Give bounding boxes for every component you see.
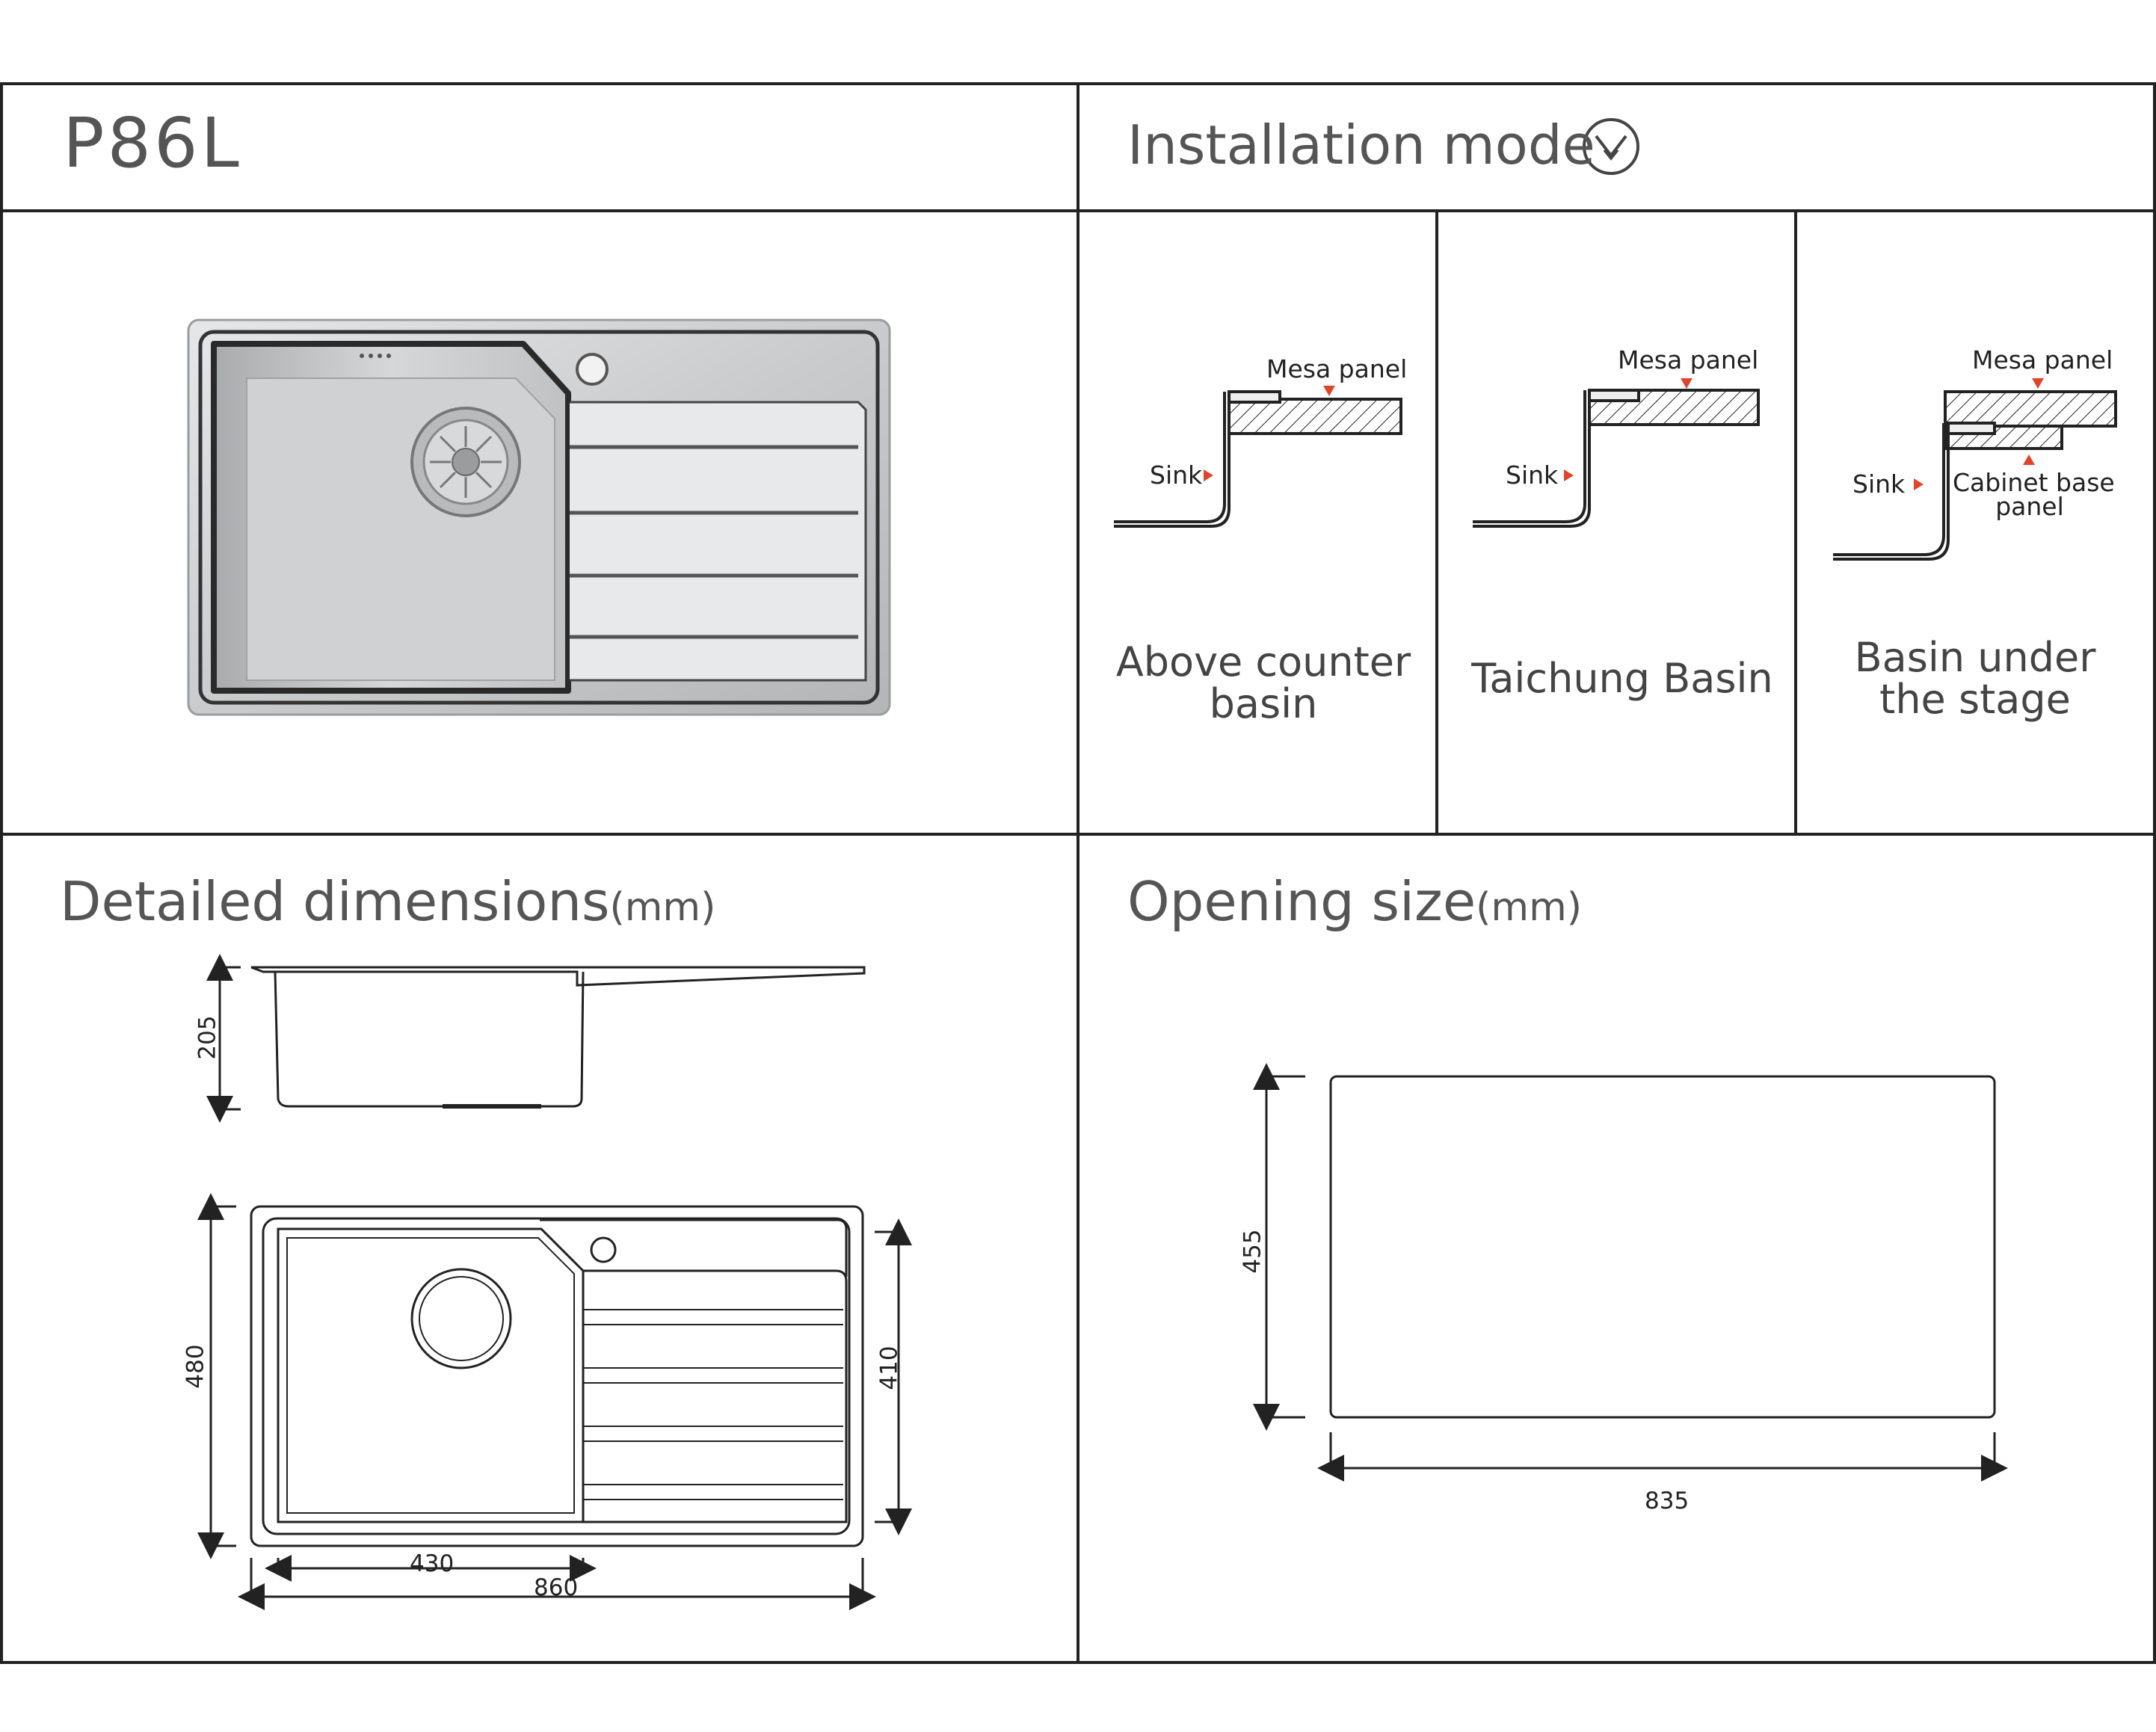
sink-label-1: Sink bbox=[1150, 460, 1203, 490]
opening-width-label: 835 bbox=[1645, 1488, 1690, 1514]
opening-height-label: 455 bbox=[1239, 1229, 1266, 1274]
sink-arrow-3 bbox=[1914, 478, 1924, 490]
sink-label-2: Sink bbox=[1506, 460, 1559, 490]
chevron-down-circle-icon bbox=[1583, 118, 1639, 175]
mode-caption-line1: Basin under bbox=[1854, 634, 2096, 681]
opening-unit: (mm) bbox=[1476, 885, 1583, 930]
install-diagram-above-counter bbox=[1114, 390, 1402, 528]
dimensions-unit: (mm) bbox=[609, 885, 716, 930]
sink-label-3: Sink bbox=[1852, 469, 1906, 499]
model-name: P86L bbox=[63, 103, 242, 183]
mode-caption-above-counter: Above counter basin bbox=[1084, 641, 1443, 725]
dim-length-label: 480 bbox=[182, 1344, 209, 1389]
dim-depth-label: 205 bbox=[194, 1015, 221, 1060]
mesa-panel-label-2: Mesa panel bbox=[1618, 345, 1759, 375]
install-diagram-taichung bbox=[1473, 389, 1760, 528]
mesa-arrow-1 bbox=[1323, 386, 1335, 396]
dim-drainboard-label: 410 bbox=[875, 1346, 903, 1390]
install-diagram-under-stage bbox=[1833, 390, 2117, 561]
mode-caption-taichung: Taichung Basin bbox=[1471, 655, 1773, 702]
dim-overall-width-label: 860 bbox=[534, 1574, 579, 1601]
top-view-drawing bbox=[197, 1193, 912, 1610]
cabinet-arrow-3 bbox=[2023, 454, 2035, 465]
cabinet-label-line1: Cabinet base bbox=[1953, 468, 2115, 497]
opening-size-title-text: Opening size bbox=[1127, 870, 1476, 933]
detailed-dimensions-title-text: Detailed dimensions bbox=[60, 870, 610, 933]
mode-caption-line2: basin bbox=[1209, 680, 1318, 727]
mesa-panel-label-3: Mesa panel bbox=[1972, 345, 2113, 375]
opening-drawing bbox=[1253, 1063, 2008, 1482]
table-grid bbox=[0, 82, 2156, 1664]
opening-size-title: Opening size(mm) bbox=[1127, 870, 1582, 933]
sink-arrow-2 bbox=[1564, 469, 1574, 481]
product-photo bbox=[187, 318, 891, 716]
mesa-arrow-2 bbox=[1681, 378, 1693, 389]
dim-bowl-width-label: 430 bbox=[410, 1550, 455, 1577]
mode-caption-line1: Above counter bbox=[1115, 638, 1411, 685]
side-view-drawing bbox=[206, 954, 866, 1123]
mode-caption-line2: the stage bbox=[1879, 676, 2071, 723]
mesa-arrow-3 bbox=[2032, 378, 2044, 389]
detailed-dimensions-title: Detailed dimensions(mm) bbox=[60, 870, 715, 933]
mode-caption-under-stage: Basin under the stage bbox=[1796, 637, 2155, 721]
cabinet-label-line2: panel bbox=[1995, 492, 2064, 521]
cabinet-base-panel-label: Cabinet base panel bbox=[1953, 468, 2115, 521]
installation-mode-title: Installation mode bbox=[1127, 114, 1595, 176]
sink-arrow-1 bbox=[1204, 469, 1213, 481]
mesa-panel-label-1: Mesa panel bbox=[1266, 354, 1408, 383]
